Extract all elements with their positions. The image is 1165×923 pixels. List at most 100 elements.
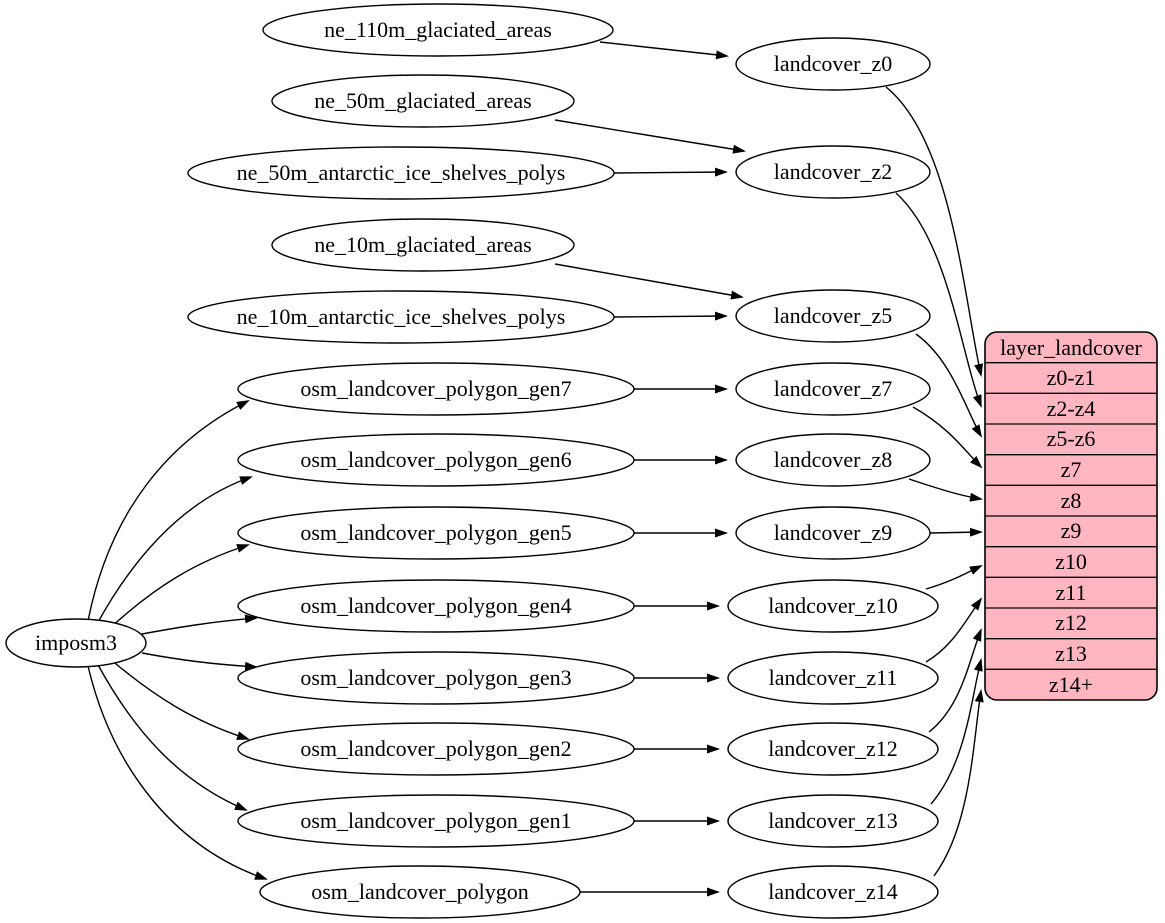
node-ne_110m_glaciated_areas: ne_110m_glaciated_areas (262, 3, 614, 57)
table-row-z2-z4: z2-z4 (1047, 396, 1096, 421)
node-landcover_z2-shape (735, 145, 931, 199)
node-landcover_z0-shape (735, 37, 931, 91)
node-landcover_z7: landcover_z7 (735, 362, 931, 416)
node-landcover_z2: landcover_z2 (735, 145, 931, 199)
node-ne_50m_antarctic_ice_shelves_polys: ne_50m_antarctic_ice_shelves_polys (187, 146, 615, 200)
node-osm_landcover_polygon_gen6-shape (237, 433, 635, 487)
edge-ne_10m_antarctic_ice_shelves_polys-to-landcover_z5 (613, 311, 728, 321)
table-row-z8: z8 (1061, 488, 1082, 513)
node-ne_50m_glaciated_areas: ne_50m_glaciated_areas (271, 74, 575, 128)
node-ne_50m_glaciated_areas-label: ne_50m_glaciated_areas (314, 88, 531, 113)
edge-landcover_z7-to-row-z7 (912, 406, 983, 469)
edge-landcover_z11-to-row-z11 (925, 597, 983, 663)
node-landcover_z12: landcover_z12 (727, 722, 939, 776)
node-landcover_z0: landcover_z0 (735, 37, 931, 91)
node-osm_landcover_polygon_gen4: osm_landcover_polygon_gen4 (237, 579, 635, 633)
table-row-z12: z12 (1055, 610, 1087, 635)
edge-landcover_z2-to-row-z2-z4 (895, 192, 982, 408)
node-landcover_z12-shape (727, 722, 939, 776)
node-osm_landcover_polygon_gen3: osm_landcover_polygon_gen3 (237, 651, 635, 705)
node-landcover_z10-shape (727, 579, 939, 633)
node-osm_landcover_polygon_gen7-shape (237, 362, 635, 416)
node-ne_50m_antarctic_ice_shelves_polys-label: ne_50m_antarctic_ice_shelves_polys (237, 160, 566, 185)
edge-landcover_z10-to-row-z10 (925, 565, 983, 590)
table-row-z13: z13 (1055, 641, 1087, 666)
node-ne_110m_glaciated_areas-shape (262, 3, 614, 57)
node-landcover_z5-shape (735, 289, 931, 343)
node-landcover_z5-label: landcover_z5 (774, 303, 893, 328)
node-imposm3-label: imposm3 (35, 630, 117, 655)
edge-imposm3-to-osm_landcover_polygon_gen1 (96, 662, 248, 811)
node-landcover_z7-label: landcover_z7 (774, 376, 893, 401)
node-osm_landcover_polygon_gen3-label: osm_landcover_polygon_gen3 (300, 665, 571, 690)
edge-imposm3-to-osm_landcover_polygon_gen6 (96, 476, 253, 625)
table-row-z11: z11 (1056, 580, 1087, 605)
node-landcover_z12-label: landcover_z12 (768, 736, 898, 761)
node-ne_10m_glaciated_areas-shape (271, 218, 575, 272)
node-landcover_z10: landcover_z10 (727, 579, 939, 633)
edge-landcover_z0-to-row-z0-z1 (885, 86, 983, 377)
node-osm_landcover_polygon_gen5-label: osm_landcover_polygon_gen5 (300, 520, 571, 545)
edge-landcover_z13-to-row-z13 (930, 658, 983, 805)
node-landcover_z14: landcover_z14 (727, 865, 939, 919)
node-landcover_z11-shape (727, 651, 939, 705)
node-imposm3-shape (5, 618, 147, 668)
node-landcover_z13: landcover_z13 (727, 794, 939, 848)
edge-landcover_z5-to-row-z5-z6 (915, 333, 982, 438)
node-landcover_z8: landcover_z8 (735, 433, 931, 487)
edge-ne_10m_glaciated_areas-to-landcover_z5 (554, 263, 744, 300)
node-ne_110m_glaciated_areas-label: ne_110m_glaciated_areas (324, 17, 552, 42)
node-osm_landcover_polygon-label: osm_landcover_polygon (311, 879, 529, 904)
node-group: imposm3 ne_110m_glaciated_areas ne_50m_g… (5, 3, 939, 919)
node-landcover_z13-shape (727, 794, 939, 848)
node-ne_50m_antarctic_ice_shelves_polys-shape (187, 146, 615, 200)
table-row-z7: z7 (1061, 457, 1082, 482)
edge-imposm3-to-osm_landcover_polygon_gen3 (141, 652, 258, 671)
node-landcover_z9-shape (735, 506, 931, 560)
edge-imposm3-to-osm_landcover_polygon_gen5 (109, 544, 250, 629)
node-osm_landcover_polygon_gen2-label: osm_landcover_polygon_gen2 (300, 736, 571, 761)
node-landcover_z8-shape (735, 433, 931, 487)
node-osm_landcover_polygon_gen5: osm_landcover_polygon_gen5 (237, 506, 635, 560)
edge-imposm3-to-osm_landcover_polygon_gen7 (87, 400, 250, 622)
table-row-z14plus: z14+ (1049, 672, 1093, 697)
node-osm_landcover_polygon_gen1-label: osm_landcover_polygon_gen1 (300, 808, 571, 833)
node-ne_10m_glaciated_areas-label: ne_10m_glaciated_areas (314, 232, 531, 257)
node-osm_landcover_polygon_gen2: osm_landcover_polygon_gen2 (237, 722, 635, 776)
node-landcover_z8-label: landcover_z8 (774, 447, 893, 472)
table-row-z0-z1: z0-z1 (1047, 365, 1096, 390)
node-osm_landcover_polygon_gen6-label: osm_landcover_polygon_gen6 (300, 447, 571, 472)
edge-imposm3-to-osm_landcover_polygon_gen4 (141, 614, 258, 635)
edge-group (87, 41, 984, 897)
node-landcover_z14-shape (727, 865, 939, 919)
node-landcover_z5: landcover_z5 (735, 289, 931, 343)
node-osm_landcover_polygon_gen4-label: osm_landcover_polygon_gen4 (300, 593, 571, 618)
node-ne_50m_glaciated_areas-shape (271, 74, 575, 128)
node-imposm3: imposm3 (5, 618, 147, 668)
node-osm_landcover_polygon_gen6: osm_landcover_polygon_gen6 (237, 433, 635, 487)
node-osm_landcover_polygon-shape (259, 865, 581, 919)
node-ne_10m_antarctic_ice_shelves_polys-label: ne_10m_antarctic_ice_shelves_polys (237, 304, 566, 329)
node-osm_landcover_polygon_gen5-shape (237, 506, 635, 560)
node-landcover_z9: landcover_z9 (735, 506, 931, 560)
node-osm_landcover_polygon_gen3-shape (237, 651, 635, 705)
node-landcover_z13-label: landcover_z13 (768, 808, 898, 833)
node-landcover_z0-label: landcover_z0 (774, 51, 893, 76)
node-osm_landcover_polygon_gen1-shape (237, 794, 635, 848)
edge-imposm3-to-osm_landcover_polygon (87, 665, 268, 880)
node-landcover_z11: landcover_z11 (727, 651, 939, 705)
edge-ne_110m_glaciated_areas-to-landcover_z0 (599, 41, 729, 60)
table-row-z10: z10 (1055, 549, 1087, 574)
table-layer_landcover: layer_landcover z0-z1 z2-z4 z5-z6 z7 z8 … (984, 331, 1158, 701)
edge-landcover_z9-to-row-z9 (929, 527, 983, 537)
node-landcover_z9-label: landcover_z9 (774, 520, 893, 545)
edge-landcover_z14-to-row-z14plus (933, 689, 984, 877)
edge-landcover_z12-to-row-z12 (928, 628, 982, 733)
node-osm_landcover_polygon_gen7-label: osm_landcover_polygon_gen7 (300, 376, 571, 401)
edge-ne_50m_glaciated_areas-to-landcover_z2 (554, 119, 746, 154)
node-osm_landcover_polygon_gen4-shape (237, 579, 635, 633)
node-osm_landcover_polygon_gen7: osm_landcover_polygon_gen7 (237, 362, 635, 416)
node-ne_10m_glaciated_areas: ne_10m_glaciated_areas (271, 218, 575, 272)
